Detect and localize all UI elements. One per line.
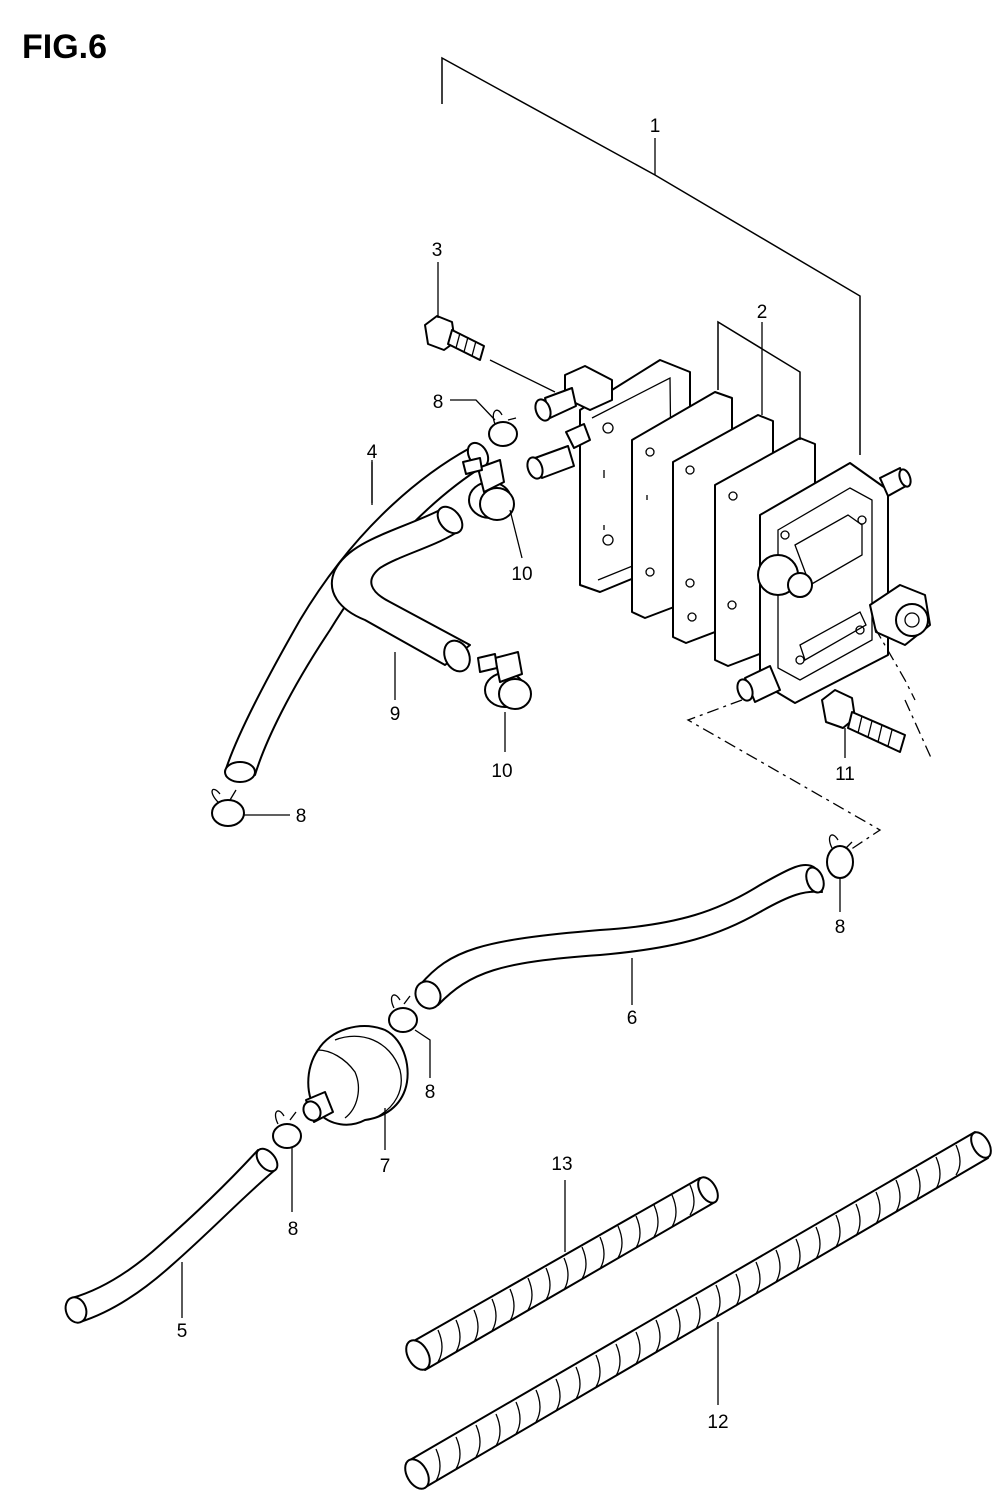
- hose-protector-13: [405, 1176, 719, 1371]
- callout-1: 1: [650, 116, 661, 137]
- callout-8-middle: 8: [425, 1082, 436, 1103]
- callout-8-left: 8: [296, 806, 307, 827]
- callout-10-upper: 10: [511, 564, 532, 585]
- figure-title: FIG.6: [22, 28, 107, 66]
- hose-clamp-8-lower: [272, 1110, 302, 1212]
- fuel-hose-5: [64, 1147, 279, 1324]
- callout-8-top: 8: [433, 392, 444, 413]
- fuel-pump-cover: [736, 462, 931, 704]
- callout-11: 11: [835, 764, 855, 785]
- screw-3: [424, 262, 485, 361]
- hose-clip-10-lower: [477, 651, 532, 752]
- callout-12: 12: [707, 1412, 728, 1433]
- callout-13: 13: [551, 1154, 572, 1175]
- callout-6: 6: [627, 1008, 638, 1029]
- leader-3-to-pump: [489, 359, 556, 393]
- hose-clamp-8-right: [826, 834, 854, 912]
- callout-7: 7: [380, 1156, 391, 1177]
- fuel-hose-6: [414, 863, 825, 1010]
- hose-clamp-8-top: [450, 399, 518, 447]
- screw-11: [821, 689, 906, 758]
- callout-5: 5: [177, 1321, 188, 1342]
- hose-clamp-8-middle: [388, 994, 431, 1078]
- fuel-hose-9: [330, 505, 471, 700]
- assembly-lines: [686, 627, 933, 851]
- callout-4: 4: [367, 442, 378, 463]
- gasket-bracket: [717, 320, 801, 440]
- callout-9: 9: [390, 704, 401, 725]
- hose-clamp-8-left: [211, 788, 290, 827]
- callout-8-right: 8: [835, 917, 846, 938]
- hose-protector-12: [404, 1131, 992, 1490]
- hose-clip-10-upper: [462, 457, 523, 559]
- callout-2: 2: [757, 302, 768, 323]
- callout-3: 3: [432, 240, 443, 261]
- fuel-filter-7: [302, 1025, 409, 1150]
- callout-8-lower: 8: [288, 1219, 299, 1240]
- callout-10-lower: 10: [491, 761, 512, 782]
